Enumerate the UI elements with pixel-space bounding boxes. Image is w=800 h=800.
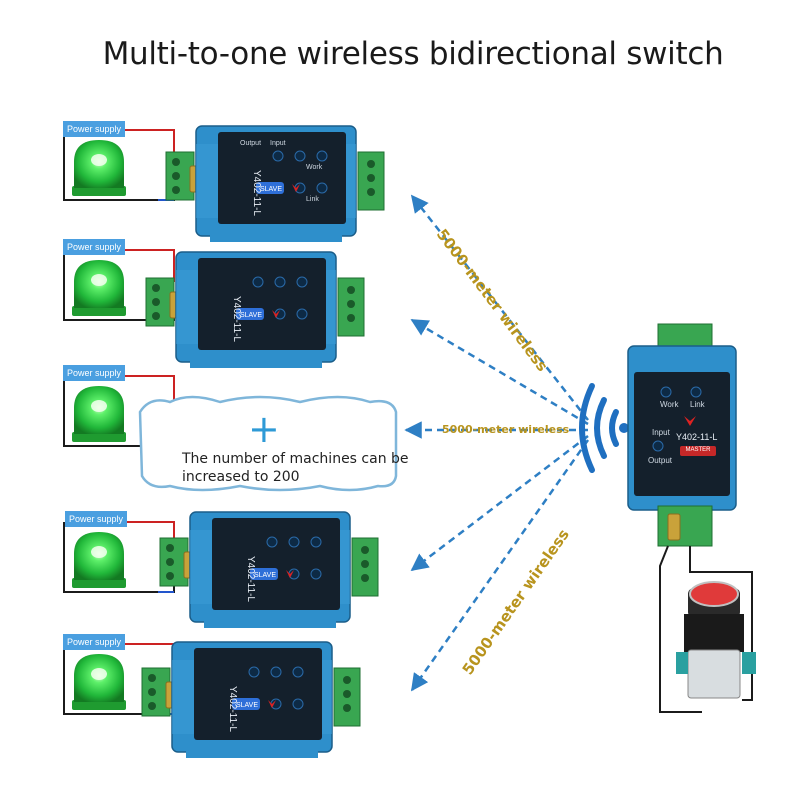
slave-badge-2: SLAVE (239, 312, 263, 319)
power-supply-label-1: Power supply (63, 121, 125, 137)
slave-badge-4: SLAVE (253, 572, 277, 579)
power-supply-label-3: Power supply (63, 365, 125, 381)
wifi-signal-icon (579, 383, 629, 473)
master-model: Y402-11-L (676, 432, 718, 442)
master-link-label: Link (690, 400, 705, 409)
slave-input-label-1: Input (270, 140, 286, 147)
lamp-unit-1 (63, 129, 175, 201)
master-device (627, 323, 753, 713)
master-badge: MASTER (685, 447, 711, 453)
slave-device-4 (159, 511, 379, 629)
slave-device-2 (145, 251, 365, 369)
wireless-arrow-2 (410, 318, 589, 426)
master-output-label: Output (648, 456, 673, 465)
wireless-arrow-4 (410, 435, 589, 572)
lamp-unit-4 (63, 521, 175, 593)
wireless-arrow-5 (410, 439, 590, 692)
push-button-switch (676, 581, 756, 699)
page-title: Multi-to-one wireless bidirectional swit… (102, 36, 724, 72)
add-machine-plus-icon: + (248, 407, 280, 451)
slave-output-label-1: Output (240, 140, 262, 147)
slave-badge-5: SLAVE (235, 702, 259, 709)
power-supply-label-5: Power supply (63, 634, 125, 650)
power-supply-label-4: Power supply (65, 511, 127, 527)
slave-link-label-1: Link (306, 196, 319, 203)
slave-device-5 (141, 641, 361, 759)
placeholder-box (138, 395, 398, 492)
slave-work-label-1: Work (306, 164, 323, 171)
machine-count-note: The number of machines can be increased … (182, 451, 409, 485)
power-supply-label-2: Power supply (63, 239, 125, 255)
master-input-label: Input (652, 428, 670, 437)
master-work-label: Work (660, 400, 679, 409)
wireless-label-middle: 5000-meter wireless (442, 423, 570, 436)
slave-badge-1: SLAVE (259, 186, 283, 193)
